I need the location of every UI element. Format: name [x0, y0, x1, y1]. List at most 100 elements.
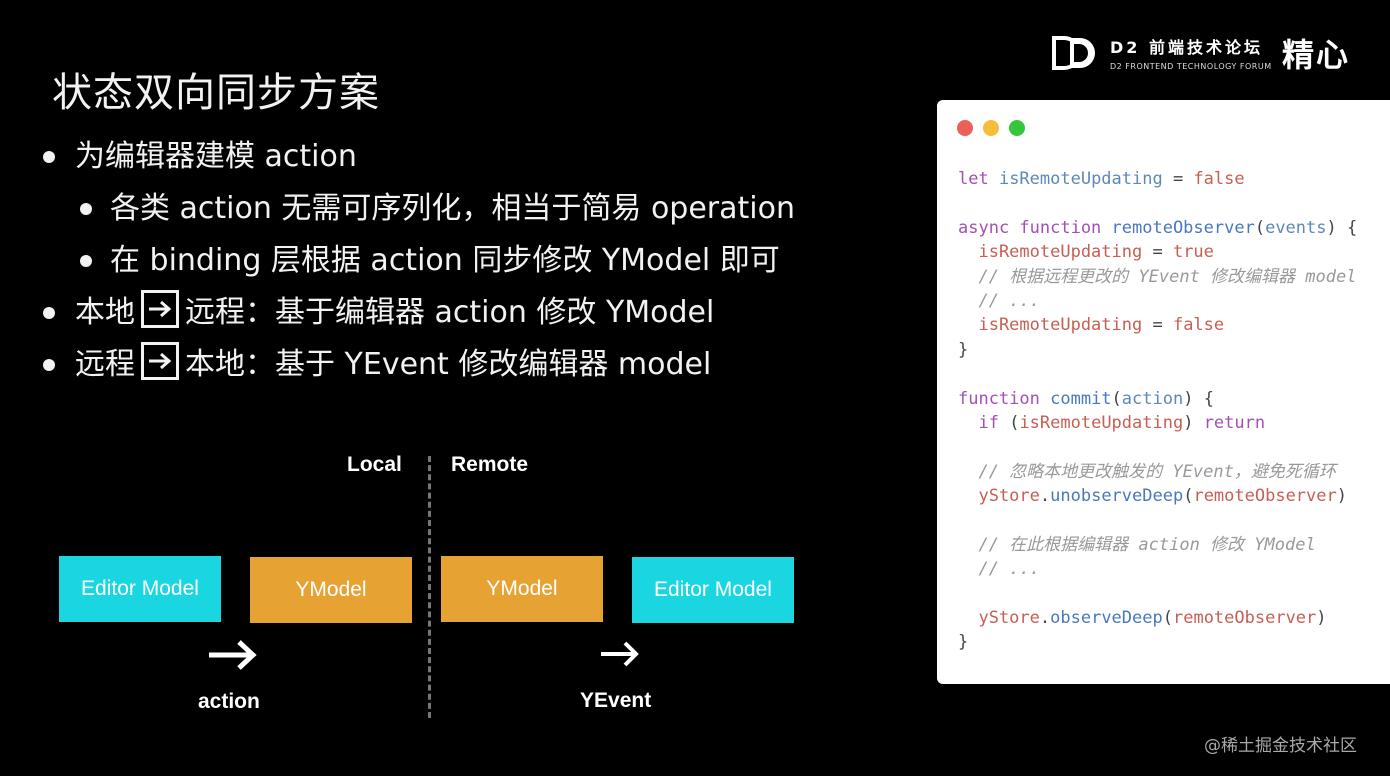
code-token: (	[1183, 486, 1194, 507]
window-maximize-dot	[1009, 120, 1025, 136]
code-line: // 忽略本地更改触发的 YEvent，避免死循环	[958, 460, 1357, 484]
bullet-text: 本地 远程：基于编辑器 action 修改 YModel	[75, 290, 714, 336]
bullet-right-label: 本地：基于 YEvent 修改编辑器 model	[185, 347, 712, 382]
code-token: function	[958, 388, 1051, 409]
code-window: let isRemoteUpdating = false async functi…	[937, 100, 1390, 684]
code-token: return	[1203, 412, 1266, 433]
watermark: @稀土掘金技术社区	[1204, 736, 1357, 756]
bullet-left-label: 远程	[75, 347, 135, 382]
partner-logo: 精心	[1282, 36, 1351, 74]
right-arrow-icon	[141, 290, 179, 328]
code-line: // 在此根据编辑器 action 修改 YModel	[958, 533, 1357, 557]
code-line	[958, 362, 1357, 386]
code-line: if (isRemoteUpdating) return	[958, 411, 1357, 435]
logo-brand-cn: D2 前端技术论坛	[1110, 38, 1263, 57]
code-token: action	[1121, 388, 1184, 409]
code-line: // ...	[958, 289, 1357, 313]
code-line: // 根据远程更改的 YEvent 修改编辑器 model	[958, 265, 1357, 289]
code-token: remoteObserver	[1172, 608, 1317, 629]
code-token: (	[1254, 217, 1266, 238]
code-token: isRemoteUpdating	[958, 242, 1143, 263]
code-token: // 忽略本地更改触发的 YEvent，避免死循环	[958, 461, 1336, 482]
local-label: Local	[347, 453, 402, 476]
local-remote-divider	[428, 456, 431, 718]
slide-title: 状态双向同步方案	[52, 70, 380, 116]
code-token: isRemoteUpdating	[998, 169, 1163, 189]
code-token: if	[958, 412, 1010, 433]
code-line: yStore.observeDeep(remoteObserver)	[958, 606, 1357, 630]
bullet-right-label: 远程：基于编辑器 action 修改 YModel	[185, 295, 715, 330]
bullet-text: 为编辑器建模 action	[75, 139, 357, 174]
bullet-dot	[43, 307, 55, 319]
d2-logo-icon	[1052, 36, 1095, 70]
code-token: )	[1336, 486, 1347, 507]
code-token: commit	[1050, 388, 1112, 409]
bullet-dot	[43, 359, 55, 371]
bullet-text: 在 binding 层根据 action 同步修改 YModel 即可	[110, 243, 780, 278]
code-token: .	[1039, 486, 1051, 507]
code-token: unobserveDeep	[1050, 486, 1184, 507]
d2-logo-text: D2 前端技术论坛 D2 FRONTEND TECHNOLOGY FORUM	[1110, 34, 1272, 71]
bullet-text: 各类 action 无需可序列化，相当于简易 operation	[110, 191, 795, 226]
code-token: async function	[958, 217, 1112, 238]
code-token: observeDeep	[1050, 608, 1163, 629]
code-token: // 根据远程更改的 YEvent 修改编辑器 model	[958, 266, 1357, 287]
window-minimize-dot	[983, 120, 999, 136]
code-token: isRemoteUpdating	[958, 315, 1143, 336]
code-token: ) {	[1326, 217, 1358, 238]
code-token: remoteObserver	[1111, 217, 1255, 238]
code-line	[958, 191, 1357, 215]
code-token: =	[1142, 315, 1173, 336]
bullet-left-label: 本地	[75, 295, 135, 330]
code-token: )	[1316, 608, 1327, 629]
code-token: }	[958, 339, 969, 360]
remote-label: Remote	[451, 453, 529, 476]
code-line: let isRemoteUpdating = false	[958, 167, 1357, 191]
code-token: events	[1265, 217, 1327, 238]
code-token: (	[1009, 412, 1020, 433]
code-token: remoteObserver	[1193, 486, 1337, 507]
code-line	[958, 508, 1357, 532]
code-token: false	[1193, 169, 1245, 189]
code-token: // ...	[958, 559, 1040, 580]
yevent-label: YEvent	[580, 689, 652, 712]
code-token: false	[1172, 315, 1225, 336]
code-token: ) {	[1183, 388, 1214, 409]
code-token: yStore	[958, 608, 1040, 629]
action-arrow-icon	[209, 640, 257, 670]
right-arrow-icon	[141, 342, 179, 380]
remote-ymodel-box: YModel	[441, 556, 603, 622]
code-line: isRemoteUpdating = true	[958, 240, 1357, 264]
bullet-text: 远程 本地：基于 YEvent 修改编辑器 model	[75, 342, 711, 388]
action-label: action	[198, 690, 260, 713]
bullet-dot	[80, 255, 92, 267]
code-line	[958, 435, 1357, 459]
code-token: isRemoteUpdating	[1019, 412, 1184, 433]
code-token: (	[1162, 608, 1173, 629]
code-line: isRemoteUpdating = false	[958, 313, 1357, 337]
bullet-dot	[80, 203, 92, 215]
code-token: )	[1183, 412, 1204, 433]
code-line: // ...	[958, 557, 1357, 581]
local-ymodel-box: YModel	[250, 557, 412, 623]
window-close-dot	[957, 120, 973, 136]
code-line	[958, 582, 1357, 606]
code-line: }	[958, 338, 1357, 362]
code-token: // 在此根据编辑器 action 修改 YModel	[958, 534, 1316, 555]
code-token: .	[1039, 608, 1051, 629]
code-line: yStore.unobserveDeep(remoteObserver)	[958, 484, 1357, 508]
code-token: (	[1111, 388, 1122, 409]
remote-editor-model-box: Editor Model	[632, 557, 794, 623]
code-token: =	[1162, 169, 1194, 189]
yevent-arrow-icon	[601, 641, 639, 667]
logo-brand-en: D2 FRONTEND TECHNOLOGY FORUM	[1110, 62, 1272, 71]
code-token: =	[1142, 242, 1173, 263]
bullet-dot	[43, 151, 55, 163]
code-token: let	[958, 169, 999, 189]
code-token: // ...	[958, 290, 1040, 311]
code-token: yStore	[958, 486, 1040, 507]
code-line: function commit(action) {	[958, 387, 1357, 411]
code-token: true	[1172, 242, 1214, 263]
code-token: }	[958, 632, 969, 653]
code-line: }	[958, 630, 1357, 654]
